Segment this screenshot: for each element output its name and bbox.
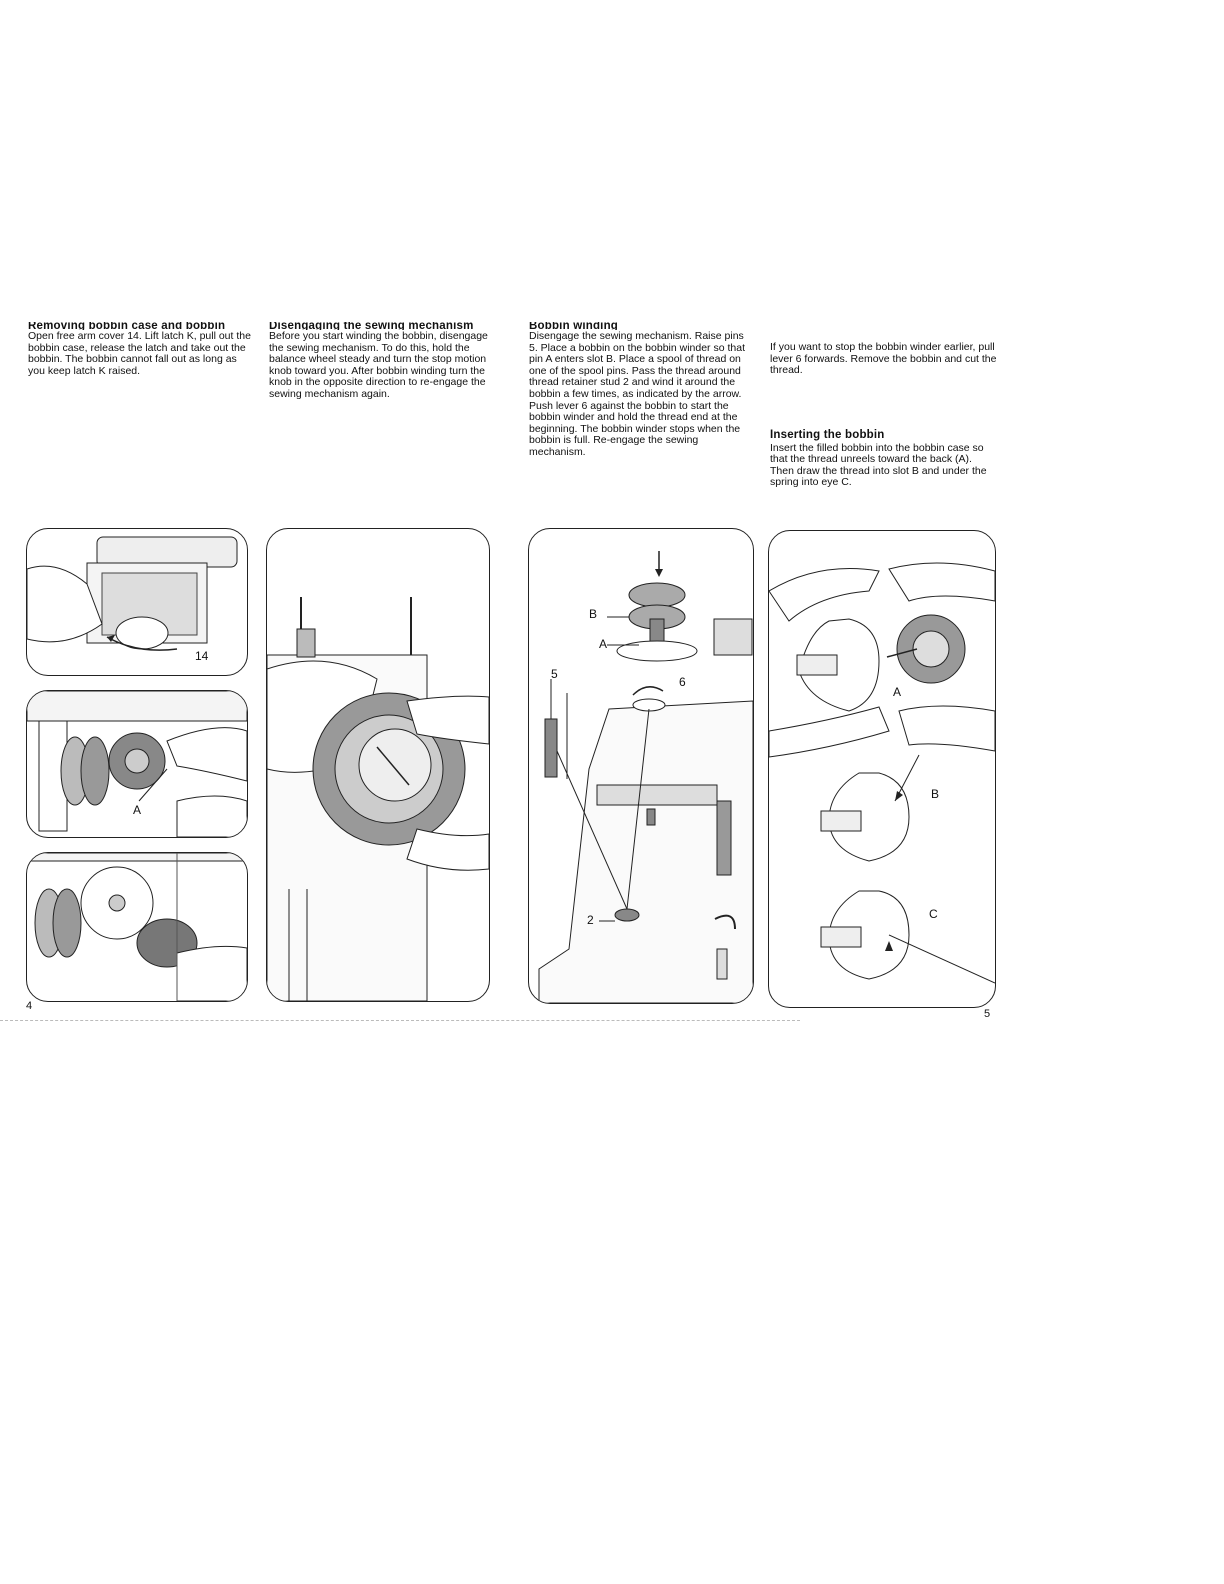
figure-bobbin-winding: B A 5 6 2: [528, 528, 754, 1004]
page-number-right: 5: [984, 1008, 991, 1020]
heading-disengaging: Disengaging the sewing mechanism: [269, 322, 474, 330]
label-latch-a: A: [133, 803, 142, 817]
section-stopping: If you want to stop the bobbin winder ea…: [770, 341, 998, 377]
heading-winding: Bobbin winding: [529, 322, 619, 330]
figure-inserting-bobbin: A B C: [768, 530, 996, 1008]
figure-lift-latch: A: [26, 690, 248, 838]
bottom-rule: [0, 1020, 800, 1021]
label-14: 14: [195, 649, 209, 663]
heading-inserting: Inserting the bobbin: [770, 429, 885, 441]
text-winding: Disengage the sewing mechanism. Raise pi…: [529, 330, 745, 458]
figure-stop-motion-knob-drawing: [267, 597, 489, 1001]
text-removing: Open free arm cover 14. Lift latch K, pu…: [28, 330, 251, 377]
label-insert-a: A: [893, 685, 902, 699]
figure-stop-motion-knob: [266, 528, 490, 1002]
figure-remove-bobbin-case: [26, 852, 248, 1002]
figure-bobbin-winding-drawing: [538, 551, 753, 1003]
text-disengaging: Before you start winding the bobbin, dis…: [269, 330, 488, 400]
label-insert-b: B: [931, 787, 940, 801]
label-slot-b: B: [589, 607, 598, 621]
figure-inserting-bobbin-drawing: [769, 562, 995, 984]
label-pins-5: 5: [551, 667, 558, 681]
heading-removing: Removing bobbin case and bobbin: [28, 322, 226, 330]
page-number-left: 4: [26, 1000, 33, 1012]
figure-remove-bobbin-case-drawing: [27, 853, 247, 1001]
label-lever-6: 6: [679, 675, 686, 689]
label-insert-c: C: [929, 907, 938, 921]
label-stud-2: 2: [587, 913, 594, 927]
text-stopping: If you want to stop the bobbin winder ea…: [770, 341, 997, 377]
text-inserting: Insert the filled bobbin into the bobbin…: [770, 441, 987, 489]
section-removing: Removing bobbin case and bobbin Open fre…: [28, 322, 253, 377]
figure-open-cover-drawing: [27, 536, 238, 651]
section-disengaging: Disengaging the sewing mechanism Before …: [269, 322, 491, 401]
section-winding: Bobbin winding Disengage the sewing mech…: [529, 322, 753, 459]
figure-open-cover: 14: [26, 528, 248, 676]
section-inserting: Inserting the bobbin Insert the filled b…: [770, 429, 998, 489]
label-pin-a: A: [599, 637, 608, 651]
figure-lift-latch-drawing: [27, 691, 247, 837]
